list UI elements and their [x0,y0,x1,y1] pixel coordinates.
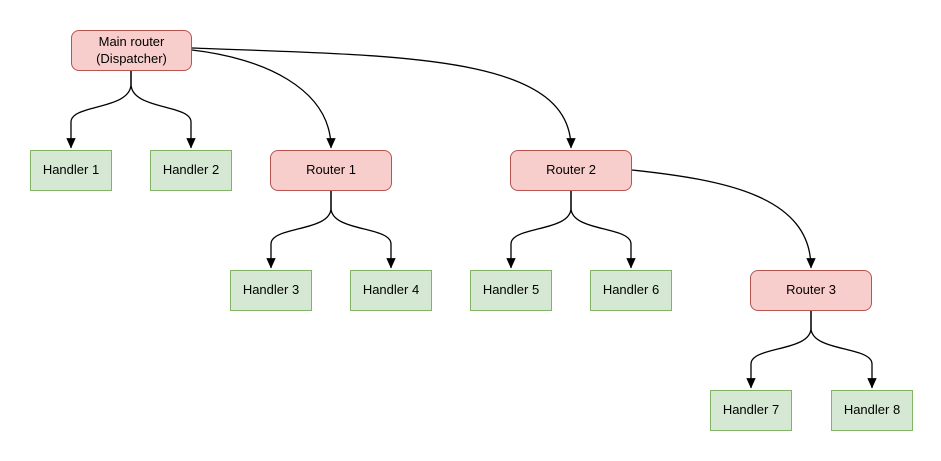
node-main-router-label: Main router (Dispatcher) [96,33,167,66]
edge-main-router-to-router-2 [191,47,576,149]
node-handler-7: Handler 7 [710,390,792,431]
node-handler-5: Handler 5 [470,270,552,311]
edge-router-2-to-handler-5 [506,191,572,269]
node-handler-1-label: Handler 1 [42,162,100,178]
node-router-2-label: Router 2 [546,162,596,178]
edge-main-router-to-handler-1 [66,71,132,149]
edge-router-1-to-handler-3 [266,191,332,269]
node-handler-8: Handler 8 [831,390,913,431]
edge-main-router-to-router-1 [191,49,336,149]
node-handler-6-label: Handler 6 [602,282,660,298]
node-handler-3: Handler 3 [230,270,312,311]
node-handler-4-label: Handler 4 [362,282,420,298]
node-router-3-label: Router 3 [786,282,836,298]
edge-router-2-to-handler-6 [570,191,636,269]
node-router-3: Router 3 [750,270,872,311]
node-handler-8-label: Handler 8 [843,402,901,418]
node-handler-3-label: Handler 3 [242,282,300,298]
edge-router-2-to-router-3 [631,169,816,269]
node-main-router: Main router (Dispatcher) [71,30,192,71]
node-handler-6: Handler 6 [590,270,672,311]
node-handler-5-label: Handler 5 [482,282,540,298]
node-handler-2-label: Handler 2 [162,162,220,178]
node-handler-4: Handler 4 [350,270,432,311]
edge-router-1-to-handler-4 [330,191,396,269]
node-handler-7-label: Handler 7 [722,402,780,418]
node-router-1-label: Router 1 [306,162,356,178]
edge-router-3-to-handler-7 [746,311,812,389]
node-router-1: Router 1 [270,150,392,191]
node-router-2: Router 2 [510,150,632,191]
edge-main-router-to-handler-2 [130,71,196,149]
node-handler-1: Handler 1 [30,150,112,191]
edge-router-3-to-handler-8 [810,311,877,389]
node-handler-2: Handler 2 [150,150,232,191]
